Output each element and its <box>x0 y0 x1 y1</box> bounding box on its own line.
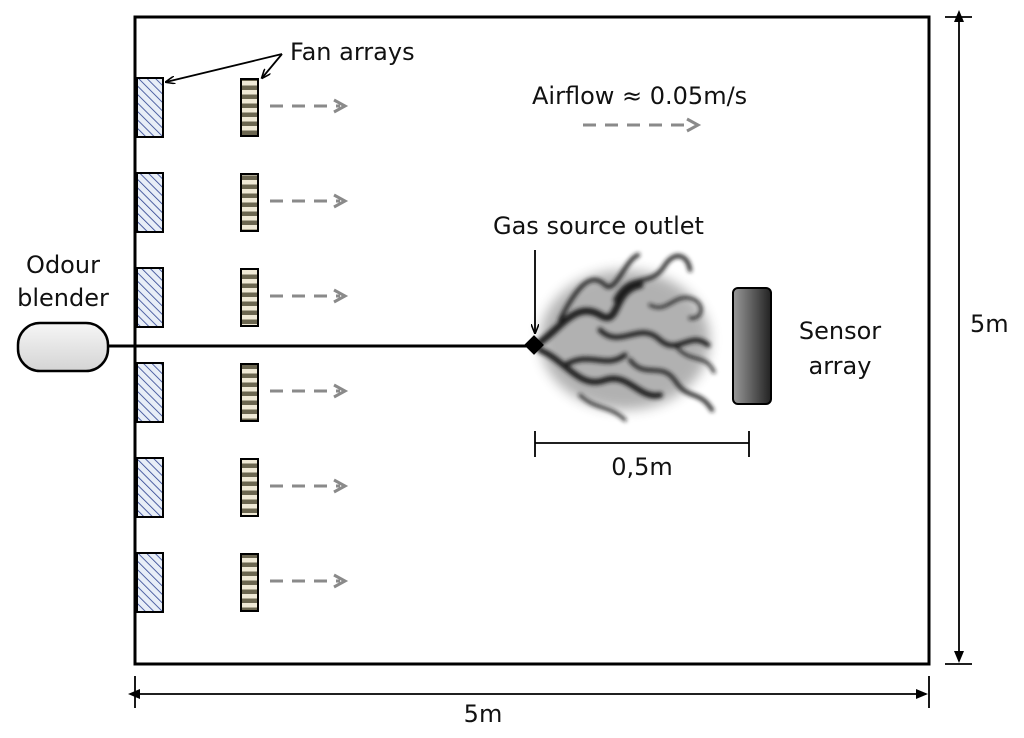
plume-width-label: 0,5m <box>611 453 673 481</box>
airflow-arrow <box>583 117 702 133</box>
inner-fan-array <box>240 78 259 612</box>
inner-fan <box>240 458 259 517</box>
dashed-arrow <box>270 288 349 304</box>
room-width-dimension <box>128 676 930 708</box>
gas-source-outlet-label: Gas source outlet <box>493 212 704 240</box>
gas-source-outlet <box>524 335 544 355</box>
fan-arrays-leader-inner <box>262 53 283 78</box>
room-height-label: 5m <box>970 310 1009 338</box>
wall-fan-array <box>136 77 164 613</box>
wall-fan <box>136 267 164 328</box>
gas-plume <box>531 253 716 422</box>
wall-fan <box>136 457 164 518</box>
room-width-label: 5m <box>464 700 503 728</box>
fan-airflow-arrows <box>270 98 349 589</box>
wall-fan <box>136 77 164 138</box>
inner-fan <box>240 553 259 612</box>
sensor-array-label-line1: Sensor <box>799 317 881 345</box>
inner-fan <box>240 78 259 137</box>
odour-blender-label-line1: Odour <box>26 251 100 279</box>
room-outline <box>133 15 931 666</box>
inner-fan <box>240 268 259 327</box>
sensor-array-label-line2: array <box>809 352 872 380</box>
inner-fan <box>240 363 259 422</box>
sensor-array <box>732 287 772 405</box>
plume-width-dimension <box>534 431 750 457</box>
dashed-arrow <box>270 573 349 589</box>
fan-arrays-label: Fan arrays <box>290 38 415 66</box>
wall-fan <box>136 172 164 233</box>
room-height-dimension <box>945 9 972 665</box>
odour-blender-label-line2: blender <box>17 284 109 312</box>
wall-fan <box>136 552 164 613</box>
inner-fan <box>240 173 259 232</box>
fan-arrays-leader-wall <box>166 53 283 82</box>
dashed-arrow <box>270 478 349 494</box>
dashed-arrow <box>270 383 349 399</box>
dashed-arrow <box>270 193 349 209</box>
wall-fan <box>136 362 164 423</box>
airflow-label: Airflow ≈ 0.05m/s <box>532 82 747 110</box>
dashed-arrow <box>270 98 349 114</box>
odour-blender <box>16 321 110 373</box>
